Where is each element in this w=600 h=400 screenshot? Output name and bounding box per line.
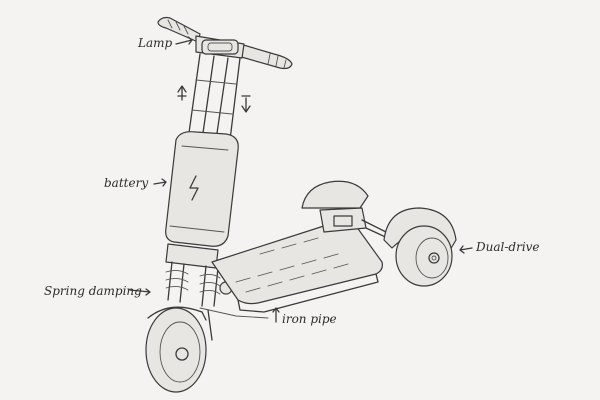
spring-damping-label: Spring damping bbox=[44, 284, 142, 298]
rear-wheel bbox=[383, 207, 457, 287]
lamp-label: Lamp bbox=[138, 36, 173, 50]
adjust-arrow-left bbox=[177, 85, 187, 101]
adjust-arrow-right bbox=[241, 95, 251, 113]
dual-drive-label: Dual-drive bbox=[476, 240, 540, 254]
dual-drive-arrow bbox=[459, 245, 473, 254]
lamp bbox=[201, 39, 239, 55]
battery-label: battery bbox=[104, 176, 149, 190]
spring-damping-arrow bbox=[129, 288, 151, 296]
lightning-bolt-icon bbox=[189, 175, 199, 201]
battery-arrow bbox=[153, 178, 167, 187]
iron-pipe-arrow bbox=[272, 307, 280, 323]
label-arrows bbox=[129, 36, 473, 323]
rear-fender bbox=[301, 180, 393, 241]
front-wheel bbox=[145, 306, 207, 393]
deck bbox=[199, 221, 383, 341]
battery-pack bbox=[165, 131, 239, 247]
steering-column bbox=[187, 53, 241, 141]
lamp-arrow bbox=[175, 36, 193, 45]
iron-pipe-label: iron pipe bbox=[282, 312, 337, 326]
front-fork bbox=[165, 243, 233, 307]
